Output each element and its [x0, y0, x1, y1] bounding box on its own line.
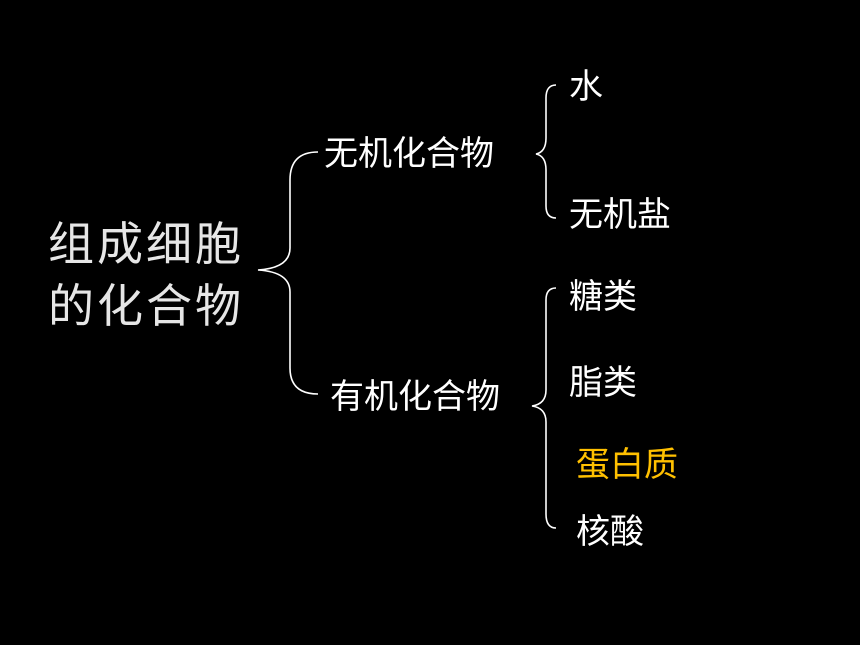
leaf-protein: 蛋白质 [576, 445, 678, 485]
root-title-line2: 的化合物 [48, 279, 244, 333]
leaf-water: 水 [569, 67, 603, 107]
leaf-inorganic-salt: 无机盐 [569, 195, 671, 235]
organic-brace [531, 287, 557, 529]
root-brace [257, 151, 319, 395]
leaf-carbohydrates: 糖类 [569, 277, 637, 317]
leaf-lipids: 脂类 [569, 363, 637, 403]
organic-compounds-label: 有机化合物 [330, 377, 500, 417]
leaf-nucleic-acid: 核酸 [576, 512, 644, 552]
inorganic-compounds-label: 无机化合物 [324, 134, 494, 174]
root-title-line1: 组成细胞 [48, 217, 244, 271]
inorganic-brace [535, 84, 557, 219]
